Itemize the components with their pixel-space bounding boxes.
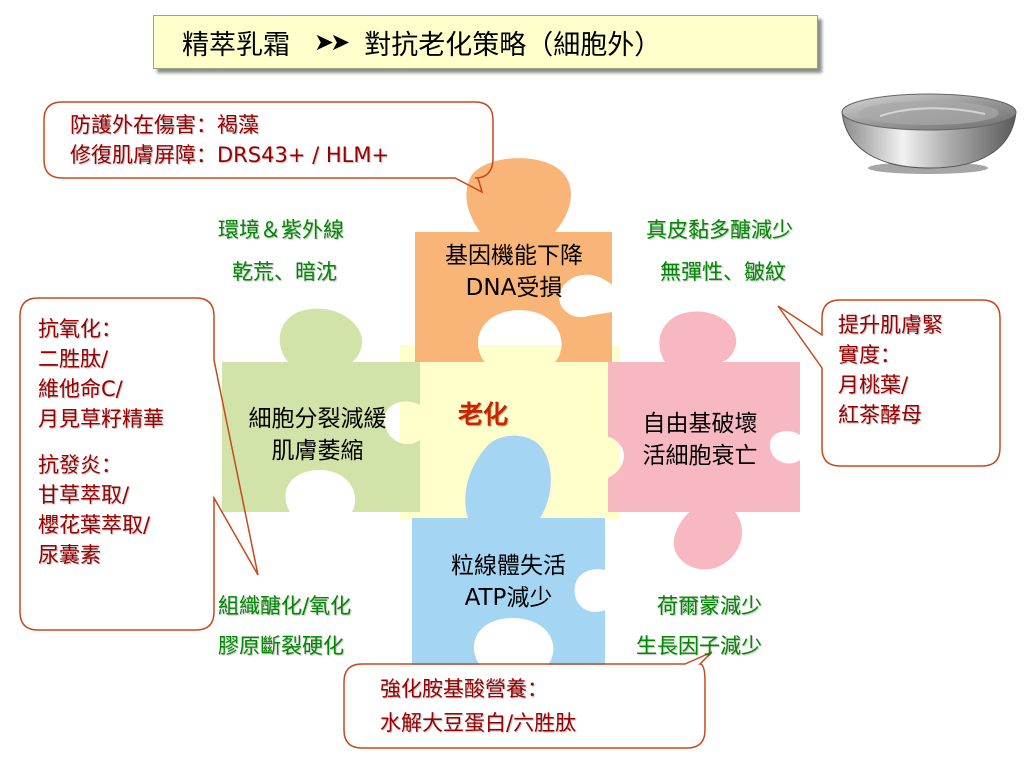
- callout-bottom-line-2: 水解大豆蛋白/六胜肽: [380, 711, 577, 735]
- callout-left-line-1: 抗氧化：: [38, 317, 122, 341]
- factor-top-right-line-2: 無彈性、皺紋: [660, 260, 786, 284]
- callout-bottom-border: [343, 651, 713, 749]
- title-banner: 精萃乳霜 ➤➤ 對抗老化策略（細胞外）: [153, 15, 818, 69]
- callout-right-line-4: 紅茶酵母: [838, 403, 922, 427]
- top-piece-line-2: DNA受損: [465, 275, 563, 301]
- bottom-puzzle-piece: [412, 435, 605, 665]
- callout-right-line-2: 實度：: [838, 343, 901, 367]
- left-puzzle-piece: [222, 308, 420, 512]
- callout-bottom-line-1: 強化胺基酸營養：: [380, 677, 548, 701]
- factor-top-left-line-2: 乾荒、暗沈: [232, 260, 337, 284]
- callout-left-line-7: 櫻花葉萃取/: [38, 513, 151, 537]
- right-piece-line-2: 活細胞衰亡: [642, 443, 758, 469]
- callout-right-line-3: 月桃葉/: [838, 373, 909, 397]
- callout-top-line-2: 修復肌膚屏障：DRS43+ / HLM+: [70, 143, 390, 167]
- callout-right-line-1: 提升肌膚緊: [838, 313, 943, 337]
- center-label-aging: 老化: [458, 400, 509, 429]
- bottom-piece-line-2: ATP減少: [464, 585, 553, 611]
- right-piece-text: 自由基破壞 活細胞衰亡: [610, 408, 790, 472]
- top-piece-text: 基因機能下降 DNA受損: [416, 240, 612, 304]
- strategy-title: 對抗老化策略（細胞外）: [364, 29, 662, 61]
- callout-right-text: 提升肌膚緊 實度： 月桃葉/ 紅茶酵母: [838, 310, 943, 430]
- bottom-piece-line-1: 粒線體失活: [451, 553, 566, 579]
- left-piece-line-1: 細胞分裂減緩: [248, 406, 387, 432]
- bottom-piece-text: 粒線體失活 ATP減少: [412, 550, 605, 614]
- callout-left-line-6: 甘草萃取/: [38, 483, 130, 507]
- left-piece-text: 細胞分裂減緩 肌膚萎縮: [215, 403, 420, 467]
- factor-top-left-line-1: 環境＆紫外線: [218, 218, 344, 242]
- callout-left-line-8: 尿囊素: [38, 543, 101, 567]
- factor-top-right-line-1: 真皮黏多醣減少: [646, 218, 793, 242]
- product-name: 精萃乳霜: [182, 29, 290, 61]
- callout-top-border: [43, 101, 494, 194]
- callout-top-line-1: 防護外在傷害：褐藻: [70, 113, 259, 137]
- callout-left-line-5: 抗發炎：: [38, 453, 122, 477]
- callout-left-line-2: 二胜肽/: [38, 347, 109, 371]
- right-puzzle-piece: [608, 311, 800, 570]
- cream-bowl-icon: [841, 93, 1017, 174]
- factor-bottom-left-line-2: 膠原斷裂硬化: [218, 634, 344, 658]
- callout-left-line-3: 維他命C/: [38, 377, 123, 401]
- callout-left-border: [19, 297, 259, 631]
- callout-bottom-text: 強化胺基酸營養： 水解大豆蛋白/六胜肽: [380, 672, 576, 740]
- callout-left-text: 抗氧化： 二胜肽/ 維他命C/ 月見草籽精華 抗發炎： 甘草萃取/ 櫻花葉萃取/…: [38, 314, 164, 570]
- factor-bottom-left-line-1: 組織醣化/氧化: [218, 594, 352, 618]
- top-piece-line-1: 基因機能下降: [445, 243, 583, 269]
- callout-left-line-4: 月見草籽精華: [38, 407, 164, 431]
- left-piece-line-2: 肌膚萎縮: [271, 438, 364, 464]
- top-puzzle-piece: [415, 158, 612, 362]
- double-arrow-icon: ➤➤: [314, 28, 350, 56]
- factor-bottom-right-line-2: 生長因子減少: [636, 634, 762, 658]
- callout-right-border: [777, 299, 1001, 467]
- callout-top-text: 防護外在傷害：褐藻 修復肌膚屏障：DRS43+ / HLM+: [70, 110, 389, 170]
- factor-bottom-right-line-1: 荷爾蒙減少: [657, 594, 762, 618]
- right-piece-line-1: 自由基破壞: [642, 411, 758, 437]
